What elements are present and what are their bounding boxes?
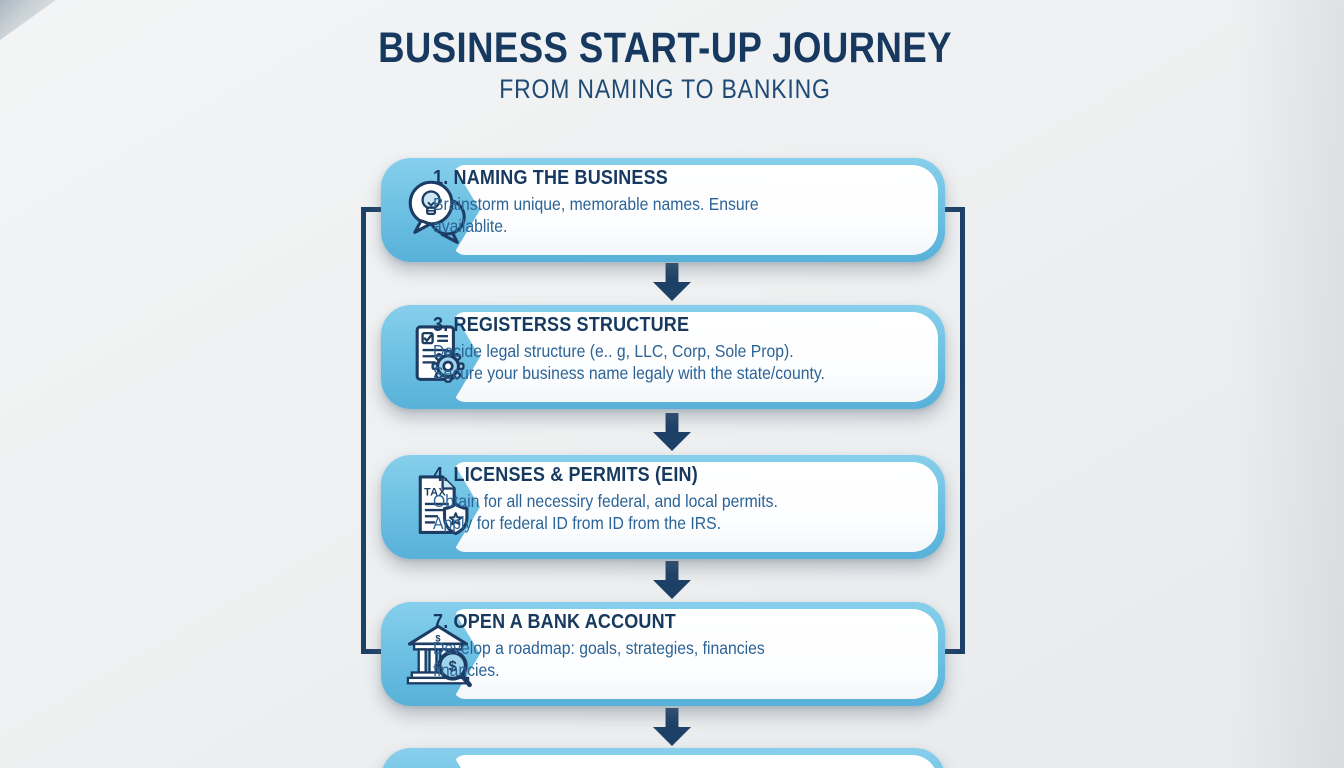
svg-text:$: $ — [435, 634, 441, 644]
step-title: 1. NAMING THE BUSINESS — [433, 167, 668, 189]
document-checklist-gear-icon — [401, 320, 475, 394]
step-card-licenses: TAX 4. LICENSES & PERMITS (EIN) Obtain f… — [381, 455, 945, 559]
step-title: 3. REGISTERSS STRUCTURE — [433, 314, 690, 336]
step-description: Develop a roadmap: goals, strategies, fi… — [433, 638, 765, 681]
step-card-panel — [453, 755, 938, 768]
step-description: Obtain for all necessiry federal, and lo… — [433, 491, 778, 534]
step-card-panel — [453, 609, 938, 699]
page-edge-shading — [1234, 0, 1344, 768]
step-title: 4. LICENSES & PERMITS (EIN) — [433, 464, 698, 486]
step-description: Decide legal structure (e.. g, LLC, Corp… — [433, 341, 825, 384]
svg-text:TAX: TAX — [424, 486, 446, 498]
connector-line-right — [941, 207, 965, 654]
flow-arrow-down-icon — [653, 708, 691, 746]
step-title: 7. OPEN A BANK ACCOUNT — [433, 611, 676, 633]
step-card-panel — [453, 165, 938, 255]
step-card-panel — [453, 312, 938, 402]
page-subtitle: FROM NAMING TO BANKING — [499, 74, 831, 104]
connector-line-left — [361, 207, 385, 654]
svg-text:$: $ — [449, 659, 457, 675]
photo-corner-fold — [0, 0, 56, 40]
bank-magnifier-icon: $ $ — [401, 617, 475, 691]
page-title: BUSINESS START-UP JOURNEY — [378, 24, 952, 72]
step-card-bank: $ $ 7. OPEN A BANK ACCOUNT Develop a roa… — [381, 602, 945, 706]
flow-arrow-down-icon — [653, 561, 691, 599]
idea-speech-bubbles-icon — [401, 173, 475, 247]
step-card-register: 3. REGISTERSS STRUCTURE Decide legal str… — [381, 305, 945, 409]
step-card-naming: 1. NAMING THE BUSINESS Brainstorm unique… — [381, 158, 945, 262]
flow-arrow-down-icon — [653, 413, 691, 451]
tax-document-shield-icon: TAX — [401, 470, 475, 544]
flow-arrow-down-icon — [653, 263, 691, 301]
step-card-panel — [453, 462, 938, 552]
step-card-partial — [381, 748, 945, 768]
step-description: Brainstorm unique, memorable names. Ensu… — [433, 194, 759, 237]
